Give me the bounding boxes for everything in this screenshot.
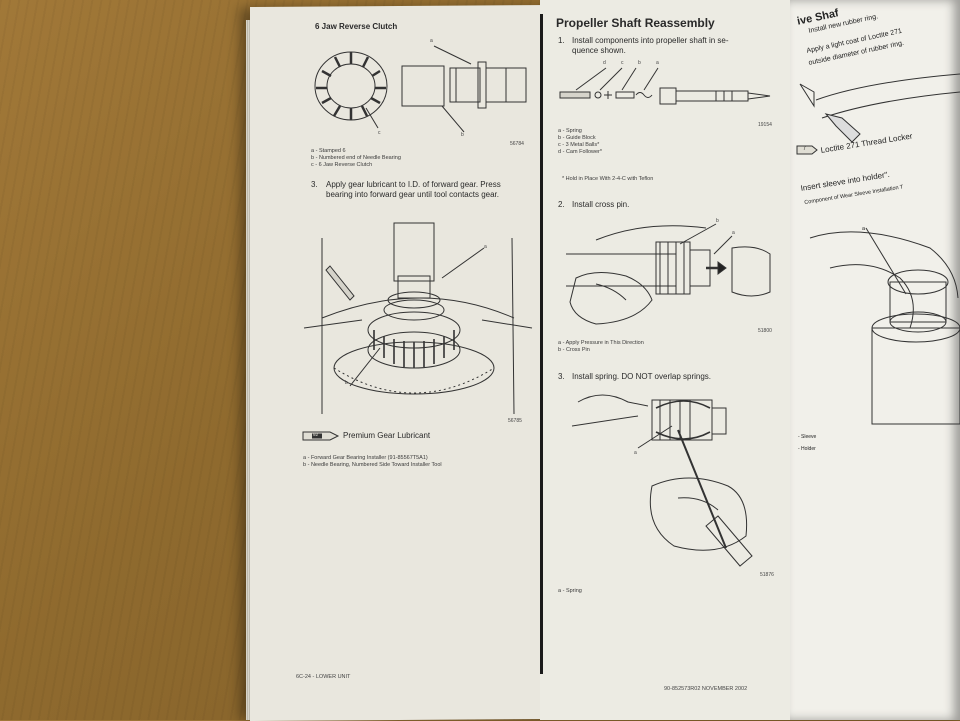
fig1-legend-b: b - Numbered end of Needle Bearing — [311, 155, 401, 161]
fig2-legend: a - Forward Gear Bearing Installer (91-8… — [303, 455, 442, 469]
page-divider — [540, 14, 543, 674]
far-callout-a: a — [862, 226, 866, 232]
lubricant-tube-icon — [302, 430, 340, 442]
rp-step3-number: 3. — [558, 372, 565, 381]
fig5-number: 51876 — [760, 572, 774, 578]
fig5-callout-a: a — [634, 450, 637, 456]
fig2-callout-b: b — [345, 380, 348, 386]
reverse-clutch-figure — [306, 36, 536, 146]
far-shaft-figure — [796, 70, 960, 150]
page-edges — [246, 20, 252, 720]
left-footer: 6C-24 - LOWER UNIT — [296, 674, 351, 680]
rp-step2-text: Install cross pin. — [572, 200, 630, 209]
loctite-tube-number: 7 — [803, 146, 806, 152]
rp-step1-number: 1. — [558, 36, 565, 45]
fig1-callout-b: b — [461, 132, 464, 138]
fig4-callout-b: b — [716, 218, 719, 224]
fig3-legend-d: d - Cam Follower* — [558, 149, 603, 155]
bearing-installer-figure — [302, 218, 538, 414]
fig1-callout-a: a — [430, 38, 433, 44]
lubricant-label: Premium Gear Lubricant — [343, 431, 431, 440]
fig3-legend-b: b - Guide Block — [558, 135, 596, 141]
fig3-callout-c: c — [621, 60, 624, 66]
fig1-legend: a - Stamped 6 b - Numbered end of Needle… — [311, 148, 401, 169]
fig4-number: 51800 — [758, 328, 772, 334]
rp-step1-line2: quence shown. — [572, 46, 626, 55]
right-footer: 90-852573R02 NOVEMBER 2002 — [664, 686, 748, 692]
fig4-callout-a: a — [732, 230, 735, 236]
fig3-callout-d: d — [603, 60, 606, 66]
fig4-legend-a: a - Apply Pressure in This Direction — [558, 340, 644, 346]
fig1-callout-c: c — [378, 130, 381, 136]
rp-step2-number: 2. — [558, 200, 565, 209]
fig1-legend-c: c - 6 Jaw Reverse Clutch — [311, 162, 373, 168]
fig3-number: 19154 — [758, 122, 772, 128]
fig2-legend-b: b - Needle Bearing, Numbered Side Toward… — [303, 462, 442, 468]
fig4-legend: a - Apply Pressure in This Direction b -… — [558, 340, 644, 354]
cross-pin-figure — [556, 214, 786, 336]
fig3-callout-b: b — [638, 60, 641, 66]
far-legend-sleeve: - Sleeve — [798, 434, 817, 440]
fig1-legend-a: a - Stamped 6 — [311, 148, 346, 154]
rp-step1-text: Install components into propeller shaft … — [572, 36, 729, 56]
far-page — [790, 0, 960, 720]
sleeve-holder-figure — [800, 208, 960, 434]
fig2-legend-a: a - Forward Gear Bearing Installer (91-8… — [303, 455, 428, 461]
section-title-jaw-clutch: 6 Jaw Reverse Clutch — [315, 22, 398, 31]
fig4-legend-b: b - Cross Pin — [558, 347, 590, 353]
step3-number: 3. — [311, 180, 318, 189]
fig5-legend-a: a - Spring — [558, 588, 582, 594]
rp-step1-line1: Install components into propeller shaft … — [572, 36, 729, 45]
step3-line2: bearing into forward gear until tool con… — [326, 190, 499, 199]
fig5-legend: a - Spring — [558, 588, 582, 595]
lubricant-tube-number: 92 — [313, 432, 319, 437]
components-sequence-figure — [556, 60, 776, 120]
step3-line1: Apply gear lubricant to I.D. of forward … — [326, 180, 501, 189]
step3-text: Apply gear lubricant to I.D. of forward … — [326, 180, 501, 200]
loctite-tube-icon — [796, 144, 818, 156]
fig2-number: 56785 — [508, 418, 522, 424]
rp-step3-text: Install spring. DO NOT overlap springs. — [572, 372, 712, 381]
spring-install-figure — [568, 386, 784, 578]
fig1-number: 56784 — [510, 141, 524, 147]
fig3-legend: a - Spring b - Guide Block c - 3 Metal B… — [558, 128, 602, 156]
far-legend-holder: - Holder — [798, 446, 816, 452]
fig3-legend-c: c - 3 Metal Balls* — [558, 142, 600, 148]
fig2-callout-a: a — [484, 244, 487, 250]
right-page — [540, 0, 802, 720]
section-title-prop-shaft: Propeller Shaft Reassembly — [556, 16, 715, 30]
fig3-callout-a: a — [656, 60, 659, 66]
fig3-legend-a: a - Spring — [558, 128, 582, 134]
fig3-note: * Hold in Place With 2-4-C with Teflon — [562, 176, 654, 182]
